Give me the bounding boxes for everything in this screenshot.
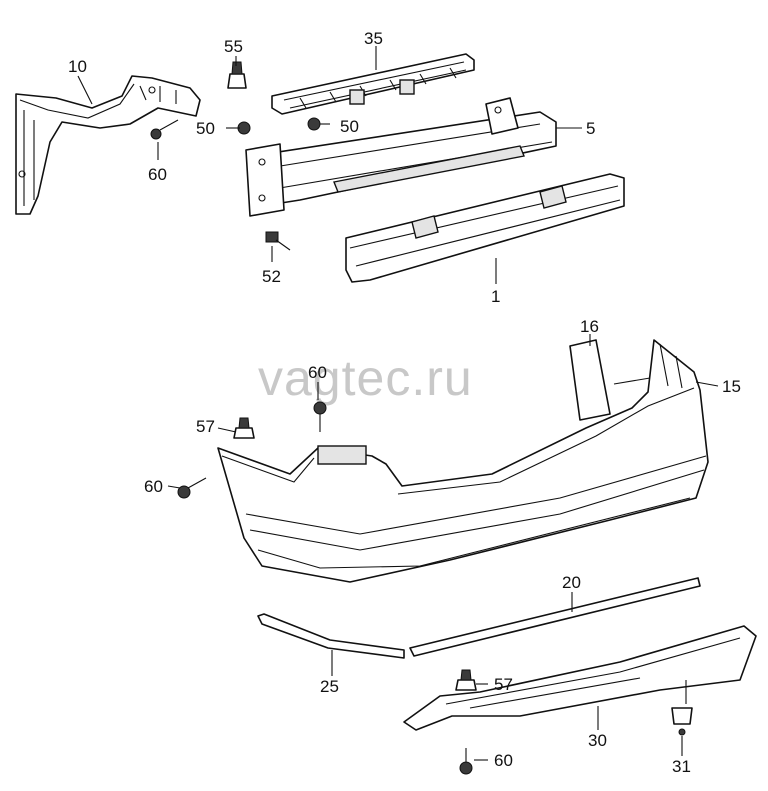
part-35-mounting-strip <box>271 53 475 115</box>
watermark-text: vagtec.ru <box>258 350 473 406</box>
callout-1: 1 <box>491 287 500 306</box>
callout-labels: 10 55 35 50 50 60 5 52 1 16 15 60 57 60 … <box>68 29 741 776</box>
part-15-bumper-cover <box>217 339 709 583</box>
callout-16: 16 <box>580 317 599 336</box>
fastener-52-bolt <box>265 231 291 251</box>
part-5-reinforcement-bar <box>245 97 557 217</box>
callout-20: 20 <box>562 573 581 592</box>
part-30-diffuser <box>403 625 757 731</box>
fastener-50-nut-strip <box>307 117 321 131</box>
callout-60-upper: 60 <box>148 165 167 184</box>
fastener-55-clip <box>227 61 247 89</box>
callout-57-left: 57 <box>196 417 215 436</box>
fastener-60-screw-mid <box>313 401 327 432</box>
callout-10: 10 <box>68 57 87 76</box>
callout-50-strip: 50 <box>340 117 359 136</box>
leader-lines <box>77 46 719 761</box>
callout-15: 15 <box>722 377 741 396</box>
callout-60-mid: 60 <box>308 363 327 382</box>
fastener-60-screw-lower <box>459 748 473 775</box>
callout-60-left: 60 <box>144 477 163 496</box>
callout-55: 55 <box>224 37 243 56</box>
fastener-57-clip-left <box>233 417 255 439</box>
callout-50-upper: 50 <box>196 119 215 138</box>
part-10-side-bracket <box>15 75 201 215</box>
callout-60-lower: 60 <box>494 751 513 770</box>
part-25-trim-strip <box>257 613 405 659</box>
fastener-60-screw-left <box>177 477 207 499</box>
callout-52: 52 <box>262 267 281 286</box>
fastener-31-clip <box>671 707 693 736</box>
callout-57-lower: 57 <box>494 675 513 694</box>
fastener-60-screw-upper <box>150 119 179 140</box>
callout-30: 30 <box>588 731 607 750</box>
callout-35: 35 <box>364 29 383 48</box>
part-16-pad <box>569 339 611 421</box>
part-20-trim-strip <box>409 577 701 657</box>
callout-31: 31 <box>672 757 691 776</box>
fastener-57-clip-lower <box>455 669 477 691</box>
callout-25: 25 <box>320 677 339 696</box>
part-1-impact-absorber <box>345 173 625 283</box>
callout-5: 5 <box>586 119 595 138</box>
